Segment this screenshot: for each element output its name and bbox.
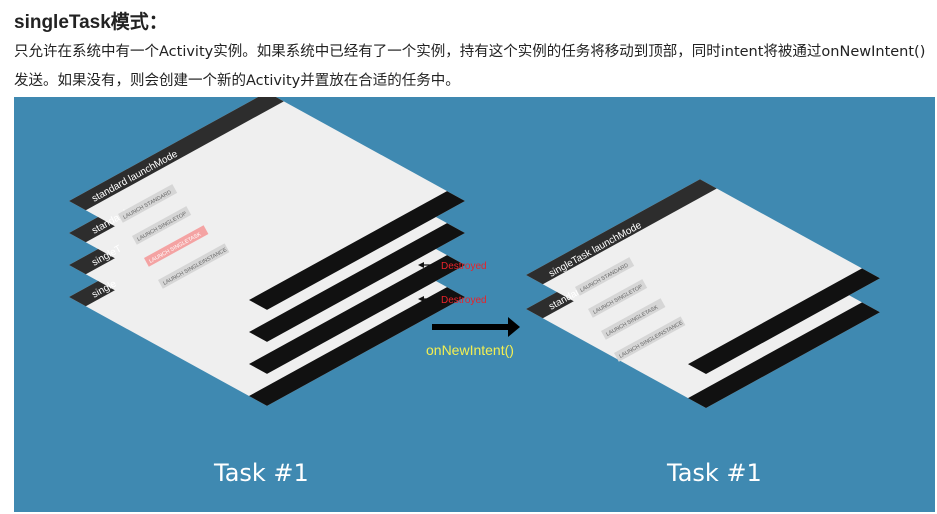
right-task-caption: Task #1 bbox=[667, 459, 762, 487]
section-heading: singleTask模式： bbox=[14, 12, 168, 33]
destroyed-label-1: Destroyed bbox=[441, 261, 487, 272]
transition-arrow: onNewIntent() bbox=[426, 317, 520, 358]
right-phone-1 bbox=[526, 179, 881, 375]
left-task-caption: Task #1 bbox=[214, 459, 309, 487]
launchmode-illustration: standard launchMode standard singleT sin… bbox=[69, 97, 881, 409]
left-task-stack bbox=[69, 97, 466, 406]
arrow-label: onNewIntent() bbox=[426, 342, 514, 358]
destroyed-label-2: Destroyed bbox=[441, 295, 487, 306]
left-phone-1 bbox=[69, 97, 466, 310]
launchmode-figure: standard launchMode standard singleT sin… bbox=[14, 97, 935, 512]
description-paragraph: 只允许在系统中有一个Activity实例。如果系统中已经有了一个实例，持有这个实… bbox=[14, 44, 926, 89]
destroyed-markers: Destroyed Destroyed bbox=[418, 261, 487, 306]
